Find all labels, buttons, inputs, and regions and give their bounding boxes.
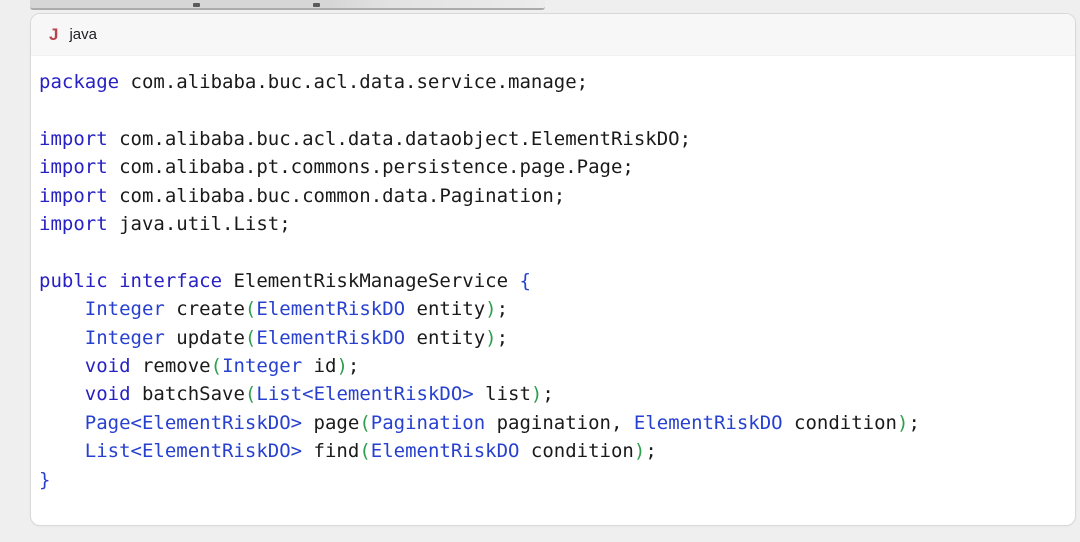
code-block: J java package com.alibaba.buc.acl.data.… <box>30 13 1076 526</box>
code-token-paren: ( <box>244 383 257 406</box>
code-token-plain: ElementRiskManageService <box>222 269 520 292</box>
tick-mark <box>313 3 320 7</box>
code-token-plain: list <box>473 383 531 406</box>
code-token-paren: ( <box>244 326 257 349</box>
code-token-kw: public <box>39 269 108 292</box>
tick-mark <box>193 3 200 7</box>
code-token-plain <box>39 412 85 434</box>
code-token-plain: com.alibaba.buc.acl.data.service.manage; <box>119 71 589 93</box>
code-token-paren: ) <box>530 383 543 406</box>
code-token-paren: ) <box>485 326 497 349</box>
code-line <box>39 238 1067 266</box>
code-token-plain: page <box>302 411 360 434</box>
code-token-plain <box>39 440 85 462</box>
code-token-plain: find <box>302 440 360 463</box>
code-token-paren: ) <box>336 355 348 378</box>
code-token-type: ElementRiskDO <box>256 298 406 321</box>
code-token-plain: java.util.List; <box>107 213 291 236</box>
code-token-type: ElementRiskDO <box>256 326 406 349</box>
code-token-plain: update <box>164 326 245 349</box>
cropped-toolbar-remnant <box>30 0 545 10</box>
code-token-kw: import <box>39 184 108 207</box>
code-token-plain: pagination, <box>485 411 634 434</box>
code-token-type: List<ElementRiskDO> <box>256 383 474 406</box>
code-token-plain: ; <box>645 440 657 463</box>
code-line: void batchSave(List<ElementRiskDO> list)… <box>39 380 1067 408</box>
code-line: import java.util.List; <box>39 210 1067 238</box>
code-token-plain <box>39 355 85 377</box>
code-token-paren: ) <box>485 298 497 321</box>
code-token-plain: com.alibaba.buc.common.data.Pagination; <box>107 184 566 207</box>
code-token-plain: ; <box>908 411 920 434</box>
java-icon: J <box>49 25 59 44</box>
code-line: Integer create(ElementRiskDO entity); <box>39 295 1067 323</box>
code-line: import com.alibaba.pt.commons.persistenc… <box>39 153 1067 181</box>
code-line: import com.alibaba.buc.common.data.Pagin… <box>39 182 1067 210</box>
code-token-plain: condition <box>782 411 897 434</box>
code-token-plain <box>108 270 119 292</box>
code-token-plain: condition <box>519 440 634 463</box>
code-token-type: List<ElementRiskDO> <box>84 440 303 463</box>
code-token-plain: entity <box>405 298 486 321</box>
code-block-header: J java <box>31 14 1075 56</box>
code-token-kw: import <box>39 156 108 179</box>
code-token-paren: ) <box>633 440 646 463</box>
code-token-type: ElementRiskDO <box>370 440 520 463</box>
code-token-type: Integer <box>84 326 165 349</box>
code-token-kw: interface <box>119 269 223 292</box>
code-token-plain: id <box>302 355 337 378</box>
code-line: } <box>39 466 1067 494</box>
code-token-type: Page<ElementRiskDO> <box>84 411 303 434</box>
code-line: public interface ElementRiskManageServic… <box>39 267 1067 295</box>
code-token-kw: void <box>84 383 131 406</box>
code-token-type: Integer <box>222 355 303 378</box>
code-token-plain <box>39 298 85 320</box>
code-token-kw: import <box>39 127 108 150</box>
code-token-plain: entity <box>405 326 486 349</box>
code-line: Page<ElementRiskDO> page(Pagination pagi… <box>39 409 1067 437</box>
code-token-paren: ( <box>210 355 223 378</box>
code-token-kw: package <box>39 71 120 93</box>
code-token-paren: ( <box>244 298 257 321</box>
code-token-type: ElementRiskDO <box>633 411 783 434</box>
code-token-plain: batchSave <box>130 383 245 406</box>
code-token-plain: create <box>164 298 245 321</box>
code-token-type: Integer <box>84 298 165 321</box>
code-token-paren: ( <box>359 411 371 434</box>
code-token-kw: import <box>39 213 108 236</box>
code-line: List<ElementRiskDO> find(ElementRiskDO c… <box>39 437 1067 465</box>
language-label: java <box>69 26 97 43</box>
code-token-plain: ; <box>347 355 360 378</box>
code-token-paren: ( <box>359 440 371 463</box>
code-token-paren: ) <box>896 411 909 434</box>
code-token-brace: } <box>39 468 51 491</box>
code-line: package com.alibaba.buc.acl.data.service… <box>39 68 1067 96</box>
code-token-type: Pagination <box>370 411 486 434</box>
code-token-plain <box>39 383 85 405</box>
code-line <box>39 96 1067 124</box>
code-token-plain: com.alibaba.pt.commons.persistence.page.… <box>107 156 634 179</box>
code-token-plain <box>39 327 85 349</box>
code-token-plain: com.alibaba.buc.acl.data.dataobject.Elem… <box>107 127 692 150</box>
code-content: package com.alibaba.buc.acl.data.service… <box>31 56 1075 494</box>
code-token-plain: remove <box>130 355 211 378</box>
code-token-plain: ; <box>542 383 554 406</box>
code-line: void remove(Integer id); <box>39 352 1067 380</box>
code-line: Integer update(ElementRiskDO entity); <box>39 324 1067 352</box>
code-token-plain: ; <box>496 326 509 349</box>
code-token-kw: void <box>84 355 131 378</box>
code-line: import com.alibaba.buc.acl.data.dataobje… <box>39 125 1067 153</box>
code-token-brace: { <box>519 269 531 292</box>
code-token-plain: ; <box>496 298 509 321</box>
